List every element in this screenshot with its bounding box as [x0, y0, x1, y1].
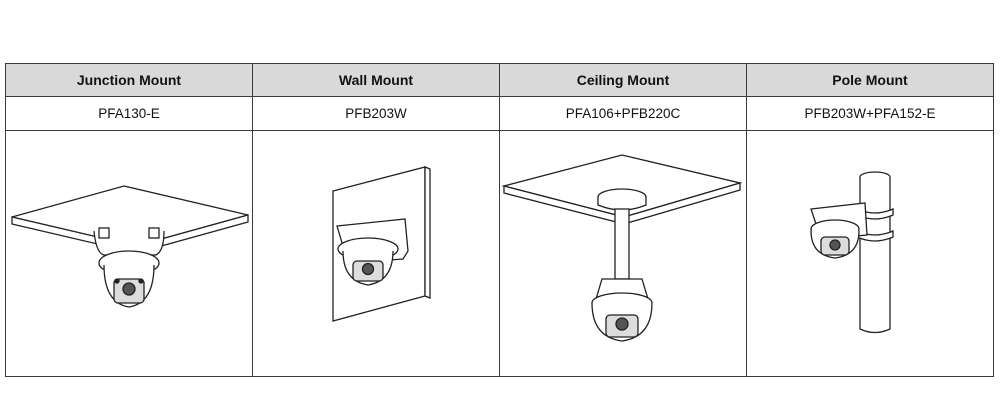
header-ceiling-mount: Ceiling Mount	[499, 63, 747, 97]
ceiling-mount-illustration	[501, 154, 743, 342]
junction-mount-illustration	[11, 185, 249, 308]
illustration-row	[5, 130, 994, 377]
header-row: Junction Mount Wall Mount Ceiling Mount …	[5, 63, 994, 97]
wall-mount-illustration	[332, 166, 431, 322]
pole-mount-illustration	[810, 171, 894, 334]
model-wall-mount: PFB203W	[252, 96, 500, 131]
mount-accessory-table: Junction Mount Wall Mount Ceiling Mount …	[5, 63, 994, 377]
header-wall-mount: Wall Mount	[252, 63, 500, 97]
model-row: PFA130-E PFB203W PFA106+PFB220C PFB203W+…	[5, 96, 994, 131]
header-junction-mount: Junction Mount	[5, 63, 253, 97]
ceiling-mount-cell	[499, 130, 747, 377]
junction-mount-cell	[5, 130, 253, 377]
header-pole-mount: Pole Mount	[746, 63, 994, 97]
wall-mount-cell	[252, 130, 500, 377]
model-ceiling-mount: PFA106+PFB220C	[499, 96, 747, 131]
model-junction-mount: PFA130-E	[5, 96, 253, 131]
model-pole-mount: PFB203W+PFA152-E	[746, 96, 994, 131]
pole-mount-cell	[746, 130, 994, 377]
